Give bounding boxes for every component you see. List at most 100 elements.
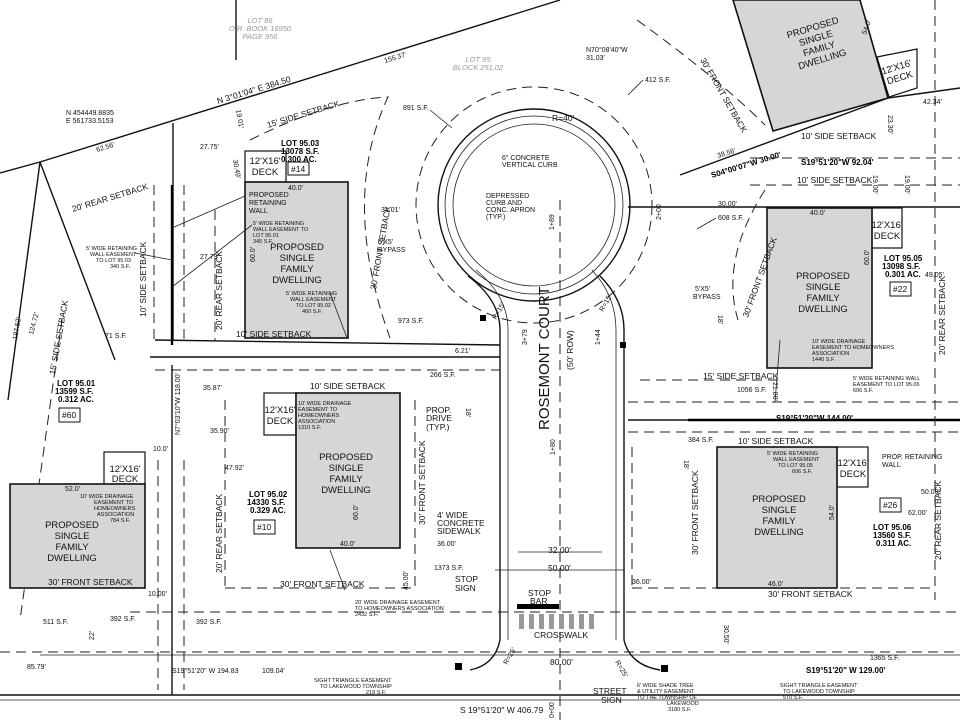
drawing-label: CROSSWALK (534, 630, 588, 640)
drawing-label: 2+00 (656, 204, 663, 220)
drawing-label: SIGN (455, 583, 476, 593)
drawing-label: S19°51'20"W 144.00' (776, 414, 853, 423)
drawing-label: DECK (874, 231, 901, 242)
drawing-label: 30' FRONT SETBACK (698, 56, 749, 135)
drawing-label: 50.00' (921, 489, 940, 496)
drawing-label: 36.00' (632, 579, 651, 586)
drawing-label: 10' SIDE SETBACK (801, 131, 877, 141)
drawing-label: 50.00' (548, 563, 571, 573)
drawing-line (415, 86, 653, 324)
drawing-label: 3180 S.F. (668, 707, 692, 713)
drawing-label: FAMILY (762, 516, 796, 527)
drawing-label: 30.50' (722, 625, 729, 644)
drawing-label: PROP. (426, 405, 451, 415)
drawing-label: #60 (62, 410, 76, 420)
drawing-rect (766, 207, 873, 369)
drawing-label: 46.0' (768, 581, 783, 588)
drawing-rect (589, 614, 594, 629)
drawing-label: 197.52' (12, 317, 23, 341)
drawing-line (329, 549, 346, 591)
drawing-label: TO LOT 95.05 (778, 463, 813, 469)
drawing-label: EASEMENT TO (298, 407, 338, 413)
drawing-label: SIGHT TRIANGLE EASEMENT (780, 683, 858, 689)
drawing-label: DECK (252, 167, 279, 178)
drawing-rect (287, 161, 310, 176)
drawing-label: BYPASS (693, 294, 721, 301)
drawing-label: 340 S.F. (110, 264, 131, 270)
drawing-label: S19°51'20"W 92.04' (801, 158, 874, 167)
drawing-label: 784 S.F. (110, 518, 131, 524)
drawing-label: SINGLE (762, 505, 797, 516)
drawing-label: S 19°51'20" W 406.79 (460, 705, 543, 715)
drawing-label: CURB AND (486, 200, 522, 207)
drawing-label: 18' (716, 315, 723, 324)
drawing-label: BYPASS (378, 247, 406, 254)
drawing-rect (58, 407, 81, 423)
drawing-rect (879, 497, 902, 513)
drawing-label: WALL EASEMENT (90, 252, 137, 258)
drawing-label: 20' REAR SETBACK (214, 494, 224, 573)
drawing-rect (103, 451, 146, 485)
drawing-label: PROPOSED (249, 192, 289, 199)
drawing-line (627, 79, 644, 96)
drawing-label: RETAINING (249, 200, 287, 207)
drawing-label: (TYP.) (426, 422, 450, 432)
drawing-label: 54.0' (861, 19, 873, 35)
drawing-label: 1056 S.F. (737, 387, 767, 394)
drawing-label: E 561733.5153 (66, 118, 114, 125)
drawing-label: SINGLE (806, 282, 841, 293)
area-labels: 891 S.F. 412 S.F. 608 S.F. 973 S.F. 266 … (43, 77, 900, 662)
drawing-label: 19.00' (871, 175, 878, 194)
drawing-label: FAMILY (329, 474, 363, 485)
drawing-line (171, 195, 246, 229)
drawing-rect (889, 281, 912, 297)
drawing-line (19, 319, 63, 621)
drawing-label: 30' FRONT SETBACK (280, 579, 365, 589)
lot-info-26: LOT 95.06 13560 S.F. 0.311 AC. #26 (873, 497, 912, 548)
drawing-label: 0.311 AC. (876, 539, 911, 548)
drawing-label: 460 S.F. (302, 309, 323, 315)
drawing-label: HOMEOWNERS (94, 506, 136, 512)
lot-info-22: LOT 95.05 13098 S.F. 0.301 AC. #22 (882, 254, 923, 297)
drawing-label: 14330 S.F. (247, 498, 285, 507)
drawing-label: (TYP.) (486, 214, 505, 221)
dwelling-lot-22: PROPOSED SINGLE FAMILY DWELLING 12'X16' … (766, 207, 903, 369)
drawing-label: 5' WIDE RETAINING (286, 291, 337, 297)
drawing-label: 5'X5' (695, 286, 710, 293)
drawing-label: 10' SIDE SETBACK (310, 381, 386, 391)
drawing-label: 12'X16' (249, 156, 280, 167)
drawing-label: 891 S.F. (403, 105, 429, 112)
drawing-label: 219 S.F. (366, 690, 387, 696)
drawing-label: #26 (883, 500, 897, 510)
drawing-label: (50' ROW) (565, 330, 575, 370)
drawing-line (591, 269, 617, 640)
drawing-label: 60.0' (353, 505, 360, 520)
drawing-label: 23.30' (886, 115, 893, 134)
drawing-label: 12'X16' (837, 458, 868, 469)
deck (244, 150, 287, 183)
lot-info-10: LOT 95.02 14330 S.F. 0.329 AC. #10 (247, 490, 288, 535)
drawing-label: STOP (528, 588, 551, 598)
drawing-label: 10.0' (153, 446, 168, 453)
drawing-label: WALL (249, 208, 268, 215)
drawing-label: DWELLING (321, 485, 371, 496)
drawing-label: #10 (257, 522, 271, 532)
drawing-label: SINGLE (55, 531, 90, 542)
drawing-label: 35.87' (203, 385, 222, 392)
drawing-label: PROPOSED (796, 271, 850, 282)
drawing-label: 3+79 (522, 329, 529, 345)
drawing-label: 30' FRONT SETBACK (48, 577, 133, 587)
drawing-label: DECK (840, 469, 867, 480)
drawing-label: N70°08'40"W (586, 46, 628, 54)
drawing-label: 1365 S.F. (870, 655, 900, 662)
drawing-label: 5'X5' (378, 239, 393, 246)
drawing-label: 18' (464, 408, 471, 417)
dwelling-lot-60: PROPOSED SINGLE FAMILY DWELLING 12'X16' … (9, 451, 146, 589)
drawing-label: 19.00' (903, 175, 910, 194)
drawing-label: 392 S.F. (196, 619, 222, 626)
drawing-label: 6" CONCRETE (502, 155, 550, 162)
drawing-rect (549, 614, 554, 629)
drawing-label: PROPOSED (752, 494, 806, 505)
dwelling-lot-14: PROPOSED SINGLE FAMILY DWELLING 12'X16' … (244, 150, 349, 339)
